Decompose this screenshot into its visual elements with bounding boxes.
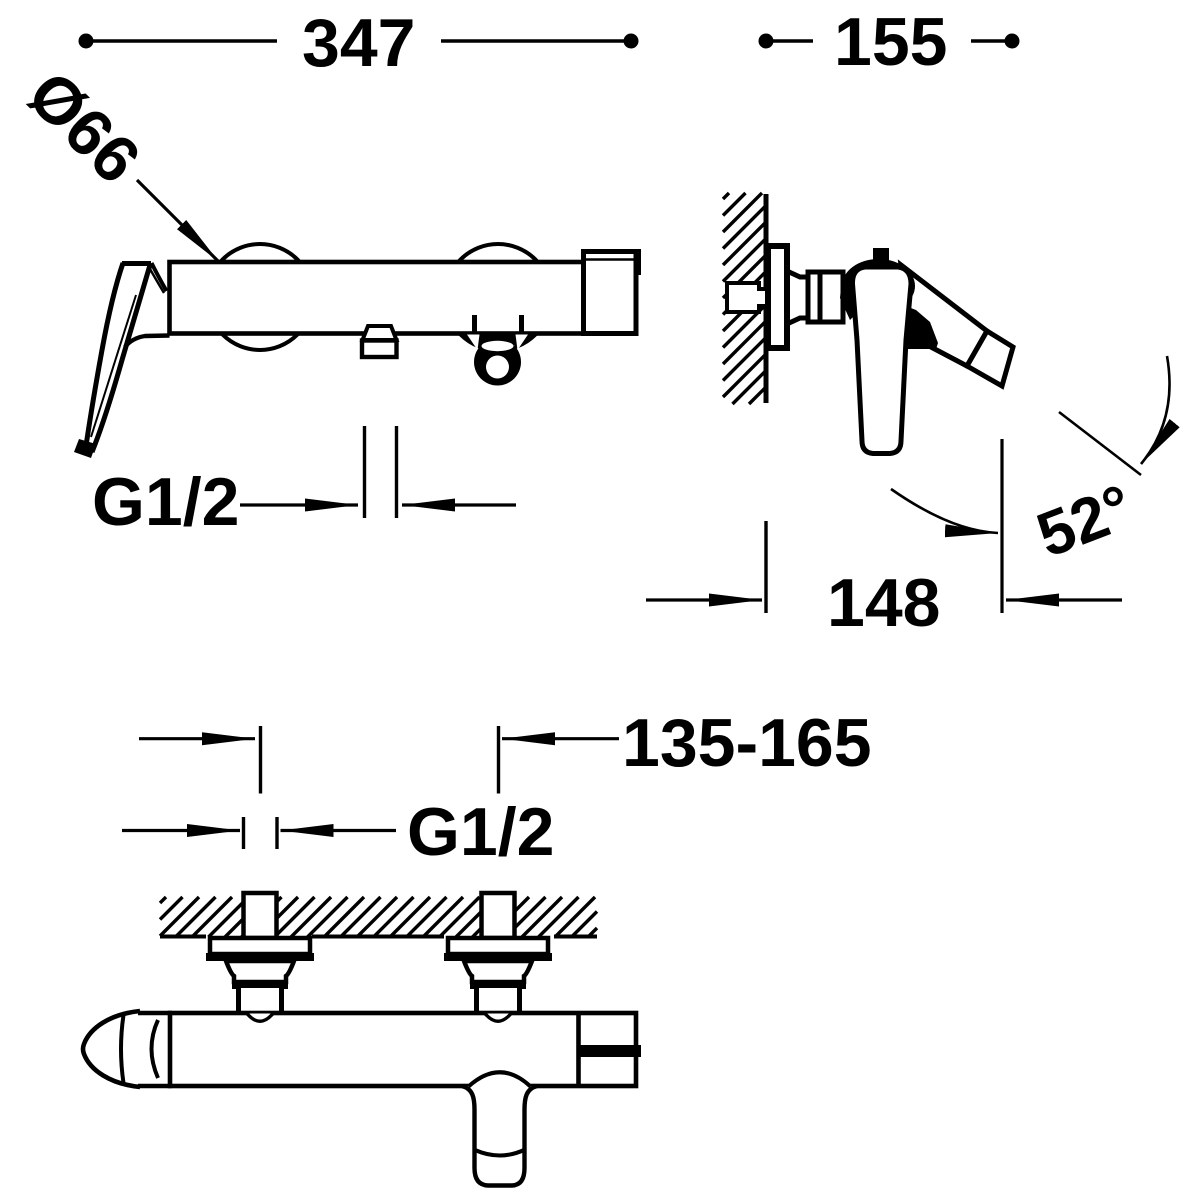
svg-text:G1/2: G1/2 xyxy=(92,464,239,540)
svg-text:148: 148 xyxy=(827,565,940,641)
svg-text:135-165: 135-165 xyxy=(622,705,872,781)
svg-text:155: 155 xyxy=(834,4,947,80)
svg-text:G1/2: G1/2 xyxy=(407,794,554,870)
svg-text:347: 347 xyxy=(302,5,415,81)
